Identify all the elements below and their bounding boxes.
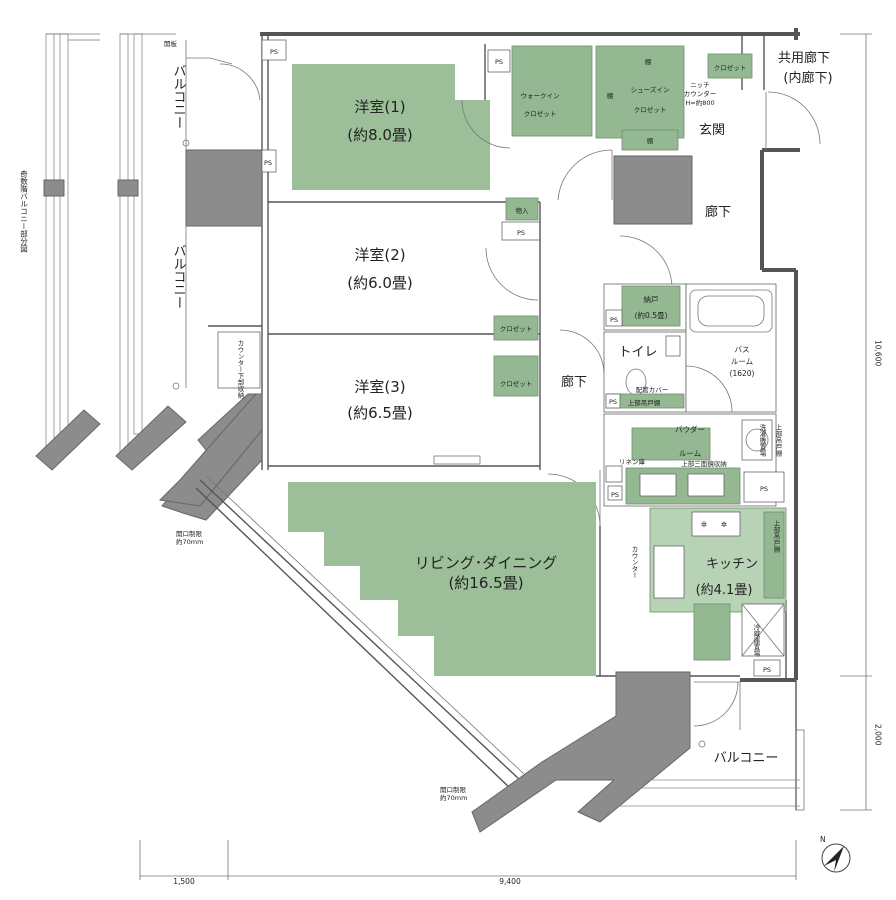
- shared-corridor: 共用廊下 (内廊下): [778, 50, 833, 86]
- shelf-label-1: 棚: [607, 91, 614, 100]
- bath-name: バス: [735, 345, 750, 354]
- bottom-balcony: バルコニー: [471, 671, 805, 833]
- room-bath: バス ルーム (1620): [685, 283, 777, 413]
- ps-label-4: PS: [517, 229, 525, 237]
- svg-text:✲: ✲: [701, 520, 707, 529]
- kitchen-size: (約4.1畳): [696, 583, 753, 598]
- room-kitchen: ✲ ✲ 上部吊戸棚 キッチン (約4.1畳) カウンター 冷蔵庫置場 PS: [630, 507, 787, 677]
- ps-label-9: PS: [763, 666, 771, 674]
- ps-label-8: PS: [760, 485, 768, 493]
- room-powder: パウダー ルーム 上部三面鏡収納 リネン庫 PS 上部吊戸棚 洗濯機置場 PS: [603, 413, 785, 507]
- ps-label-7: PS: [611, 491, 619, 499]
- dim-2000: 2,000: [874, 724, 883, 746]
- washer-upper-label: 上部吊戸棚: [774, 423, 782, 458]
- entrance-name: 玄関: [699, 123, 725, 138]
- pipe-cover-label: 配管カバー: [636, 385, 669, 394]
- hallway-mid-name: 廊下: [561, 374, 587, 390]
- corridor-line2: (内廊下): [783, 70, 832, 86]
- niche-label: ニッチ: [690, 81, 710, 89]
- room-living: リビング･ダイニング (約16.5畳) 開口制限 約70mm 開口制限 約70m…: [176, 475, 740, 802]
- dim-10600: 10,600: [874, 340, 883, 366]
- shoes-closet-label: クロゼット: [634, 105, 667, 114]
- western1-size: (約8.0畳): [347, 126, 413, 144]
- powder-name2: ルーム: [679, 449, 701, 458]
- western3-name: 洋室(3): [354, 378, 405, 396]
- balcony-bottom: バルコニー: [714, 751, 779, 766]
- shelf-label-3: 棚: [647, 136, 654, 145]
- left-balcony: [158, 40, 263, 521]
- upper-hallway: 廊下: [557, 149, 731, 225]
- linen-label: リネン庫: [619, 457, 646, 466]
- entrance-closet-label: クロゼット: [714, 63, 747, 72]
- kitchen-upper-cabinet: 上部吊戸棚: [772, 519, 780, 554]
- hallway-upper-name: 廊下: [705, 204, 731, 220]
- storage-label: 物入: [516, 206, 530, 215]
- washer-label: 洗濯機置場: [758, 423, 766, 458]
- niche-height-label: H=約800: [685, 98, 714, 107]
- outer-walls: [260, 28, 800, 810]
- shoes-in-label: シューズイン: [631, 85, 670, 94]
- mirror-storage-label: 上部三面鏡収納: [681, 459, 727, 468]
- living-name: リビング･ダイニング: [415, 554, 558, 572]
- kitchen-counter-label: カウンター: [630, 546, 638, 579]
- corridor-line1: 共用廊下: [778, 50, 830, 66]
- living-size: (約16.5畳): [448, 574, 523, 592]
- left-balcony-labels: バルコニー バルコニー 開板: [164, 39, 186, 309]
- dim-9400: 9,400: [499, 877, 521, 886]
- compass-icon: N: [820, 835, 851, 873]
- middle-hallway: 廊下: [547, 235, 673, 527]
- ps-label-3: PS: [495, 58, 503, 66]
- bath-name2: ルーム: [731, 357, 753, 366]
- svg-text:✲: ✲: [721, 520, 727, 529]
- powder-name: パウダー: [675, 424, 705, 434]
- bath-size: (1620): [730, 369, 755, 378]
- closet-label-w3a: クロゼット: [500, 324, 533, 333]
- dimensions: 1,500 9,400 10,600 2,000: [139, 33, 883, 886]
- room-western-1: 洋室(1) (約8.0畳) PS PS: [261, 39, 540, 203]
- shelf-label-2: 棚: [645, 57, 652, 66]
- compass-label: N: [820, 835, 826, 844]
- balcony-left-mid: バルコニー: [171, 244, 187, 309]
- closets-top: PS ウォークイン クロゼット 棚 棚 シューズイン クロゼット 棚 クロゼット…: [461, 44, 821, 151]
- niche-counter-label: カウンター: [684, 89, 717, 98]
- dim-1500: 1,500: [173, 877, 195, 886]
- partial-balcony-drawing: [35, 33, 187, 471]
- western1-name: 洋室(1): [354, 98, 405, 116]
- room-western-2: 洋室(2) (約6.0畳) 物入 PS: [268, 197, 541, 470]
- opening-limit-val-2: 約70mm: [440, 793, 467, 802]
- western2-size: (約6.0畳): [347, 274, 413, 292]
- kaiheiban-label: 開板: [164, 39, 178, 48]
- walkin-label: ウォークイン: [521, 92, 560, 100]
- toilet-name: トイレ: [618, 345, 657, 360]
- counter-storage-label: カウンター下部収納: [236, 340, 244, 400]
- walkin-closet-label: クロゼット: [524, 109, 557, 118]
- side-note-text: 奇数階バルコニー部分図: [19, 169, 28, 254]
- room-toilet: トイレ 配管カバー 上部吊戸棚 PS: [603, 331, 687, 413]
- nando-size: (約0.5畳): [635, 310, 668, 320]
- balcony-left-top: バルコニー: [171, 64, 187, 129]
- ps-label-6: PS: [609, 398, 617, 406]
- opening-limit-2: 開口制限: [440, 785, 467, 794]
- opening-limit-1: 開口制限: [176, 529, 203, 538]
- ps-label-5: PS: [610, 316, 618, 324]
- kitchen-name: キッチン: [706, 557, 758, 572]
- upper-cabinet-toilet: 上部吊戸棚: [628, 398, 661, 407]
- fridge-label: 冷蔵庫置場: [752, 623, 760, 658]
- western2-name: 洋室(2): [354, 246, 405, 264]
- closet-label-w3b: クロゼット: [500, 379, 533, 388]
- room-western-3: クロゼット クロゼット 洋室(3) (約6.5畳) カウンター下部収納: [236, 315, 540, 467]
- nando-name: 納戸: [644, 294, 659, 304]
- side-note: 奇数階バルコニー部分図: [19, 169, 28, 254]
- ps-label-1: PS: [270, 48, 278, 56]
- western3-size: (約6.5畳): [347, 404, 413, 422]
- room-nando: 納戸 (約0.5畳) PS: [603, 283, 687, 331]
- opening-limit-val-1: 約70mm: [176, 537, 203, 546]
- ps-label-2: PS: [264, 159, 272, 167]
